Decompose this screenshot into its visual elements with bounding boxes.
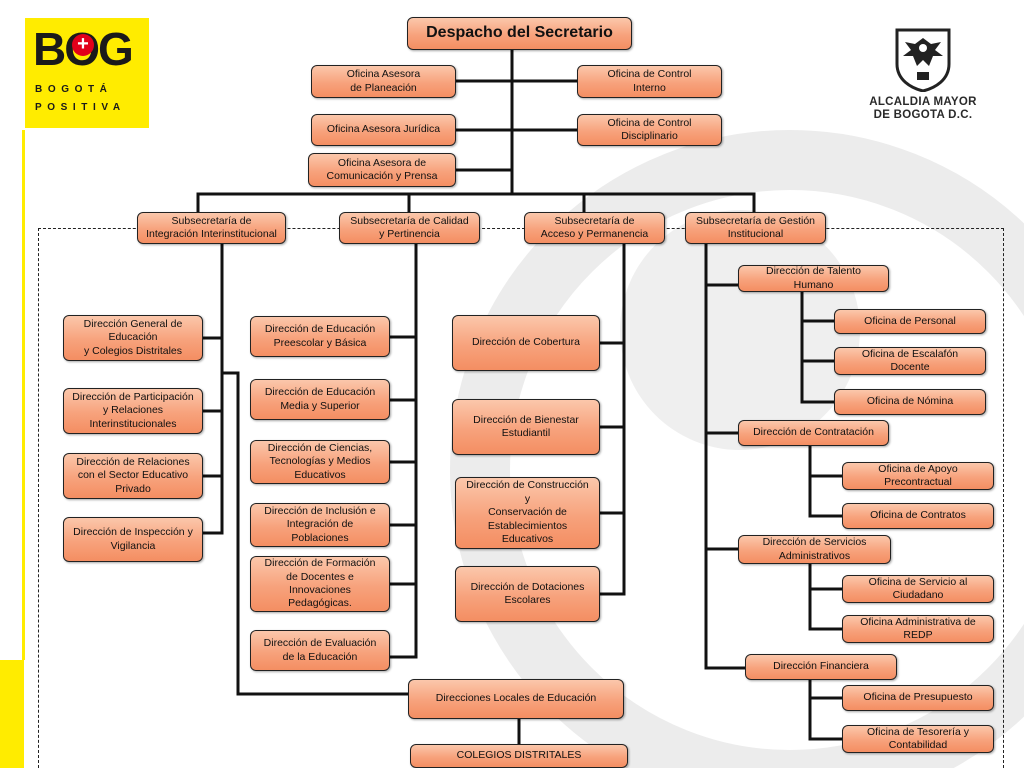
node-direccion-formacion[interactable]: Dirección de Formación de Docentes e Inn… bbox=[250, 556, 390, 612]
logo-plus-icon: + bbox=[72, 34, 94, 56]
node-direccion-dotaciones[interactable]: Dirección de Dotaciones Escolares bbox=[455, 566, 600, 622]
node-direccion-talento[interactable]: Dirección de Talento Humano bbox=[738, 265, 889, 292]
node-direccion-servicios[interactable]: Dirección de Servicios Administrativos bbox=[738, 535, 891, 564]
node-oficina-redp[interactable]: Oficina Administrativa de REDP bbox=[842, 615, 994, 643]
alcaldia-line2: DE BOGOTA D.C. bbox=[873, 109, 973, 121]
node-oficina-juridica[interactable]: Oficina Asesora Jurídica bbox=[311, 114, 456, 146]
node-subsecretaria-integracion[interactable]: Subsecretaría de Integración Interinstit… bbox=[137, 212, 286, 244]
node-direccion-participacion[interactable]: Dirección de Participación y Relaciones … bbox=[63, 388, 203, 434]
node-direccion-cobertura[interactable]: Dirección de Cobertura bbox=[452, 315, 600, 371]
node-oficina-planeacion[interactable]: Oficina Asesora de Planeación bbox=[311, 65, 456, 98]
node-direccion-financiera[interactable]: Dirección Financiera bbox=[745, 654, 897, 680]
node-oficina-servicio-ciudadano[interactable]: Oficina de Servicio al Ciudadano bbox=[842, 575, 994, 603]
bogota-positiva-logo: BOG + BOGOTÁ POSITIVA bbox=[25, 18, 149, 128]
node-direccion-media-superior[interactable]: Dirección de Educación Media y Superior bbox=[250, 379, 390, 420]
alcaldia-line1: ALCALDIA MAYOR bbox=[869, 96, 977, 108]
alcaldia-logo: ALCALDIA MAYOR DE BOGOTA D.C. bbox=[858, 24, 988, 124]
node-direccion-contratacion[interactable]: Dirección de Contratación bbox=[738, 420, 889, 446]
node-oficina-nomina[interactable]: Oficina de Nómina bbox=[834, 389, 986, 415]
node-direccion-evaluacion[interactable]: Dirección de Evaluación de la Educación bbox=[250, 630, 390, 671]
node-subsecretaria-gestion[interactable]: Subsecretaría de Gestión Institucional bbox=[685, 212, 826, 244]
node-subsecretaria-calidad[interactable]: Subsecretaría de Calidad y Pertinencia bbox=[339, 212, 480, 244]
coat-of-arms-icon bbox=[895, 28, 951, 92]
node-direccion-inspeccion[interactable]: Dirección de Inspección y Vigilancia bbox=[63, 517, 203, 562]
node-direccion-general-educacion[interactable]: Dirección General de Educación y Colegio… bbox=[63, 315, 203, 361]
node-colegios-distritales[interactable]: COLEGIOS DISTRITALES bbox=[410, 744, 628, 768]
yellow-accent-line bbox=[22, 130, 25, 660]
node-oficina-contratos[interactable]: Oficina de Contratos bbox=[842, 503, 994, 529]
node-oficina-presupuesto[interactable]: Oficina de Presupuesto bbox=[842, 685, 994, 711]
node-oficina-tesoreria[interactable]: Oficina de Tesorería y Contabilidad bbox=[842, 725, 994, 753]
node-direccion-ciencias[interactable]: Dirección de Ciencias, Tecnologías y Med… bbox=[250, 440, 390, 484]
node-oficina-control-interno[interactable]: Oficina de Control Interno bbox=[577, 65, 722, 98]
logo-line-bogota: BOGOTÁ bbox=[35, 84, 113, 95]
subsecretarias-frame bbox=[38, 228, 1004, 768]
node-despacho[interactable]: Despacho del Secretario bbox=[407, 17, 632, 50]
node-direccion-inclusion[interactable]: Dirección de Inclusión e Integración de … bbox=[250, 503, 390, 547]
node-oficina-comunicacion[interactable]: Oficina Asesora de Comunicación y Prensa bbox=[308, 153, 456, 187]
node-direcciones-locales[interactable]: Direcciones Locales de Educación bbox=[408, 679, 624, 719]
node-subsecretaria-acceso[interactable]: Subsecretaría de Acceso y Permanencia bbox=[524, 212, 665, 244]
node-oficina-control-disciplinario[interactable]: Oficina de Control Disciplinario bbox=[577, 114, 722, 146]
node-oficina-personal[interactable]: Oficina de Personal bbox=[834, 309, 986, 334]
node-direccion-preescolar[interactable]: Dirección de Educación Preescolar y Bási… bbox=[250, 316, 390, 357]
node-oficina-escalafon[interactable]: Oficina de Escalafón Docente bbox=[834, 347, 986, 375]
node-direccion-bienestar[interactable]: Dirección de Bienestar Estudiantil bbox=[452, 399, 600, 455]
node-direccion-construccion[interactable]: Dirección de Construcción y Conservación… bbox=[455, 477, 600, 549]
yellow-accent-block bbox=[0, 660, 24, 768]
node-oficina-apoyo-precontractual[interactable]: Oficina de Apoyo Precontractual bbox=[842, 462, 994, 490]
node-direccion-relaciones-privado[interactable]: Dirección de Relaciones con el Sector Ed… bbox=[63, 453, 203, 499]
logo-line-positiva: POSITIVA bbox=[35, 102, 126, 113]
